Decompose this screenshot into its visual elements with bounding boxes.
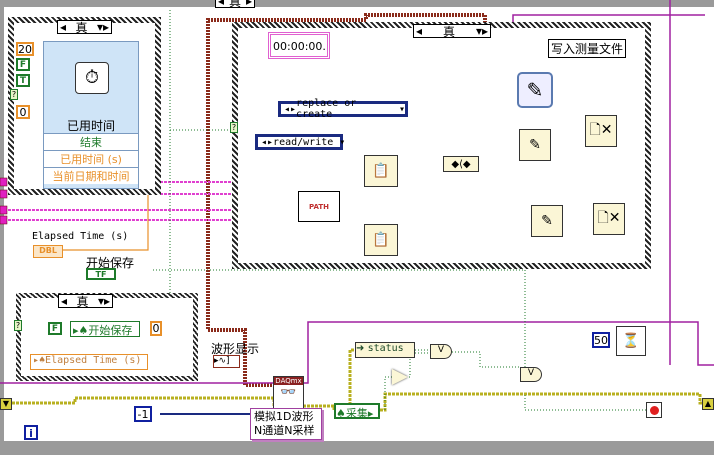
local-var-start-save[interactable]: ▸♠开始保存 (70, 321, 140, 337)
write-file-label: 写入测量文件 (548, 39, 627, 58)
start-save-label: 开始保存 (86, 256, 135, 270)
local-var-label: 开始保存 (88, 324, 133, 337)
const-minus-one[interactable]: -1 (134, 406, 152, 422)
express-vi-title: 已用时间 (66, 119, 115, 133)
open-file-icon-1[interactable]: 📋 (364, 155, 398, 187)
acquire-label: 采集 (345, 407, 368, 420)
daqmx-polymorphic-selector[interactable]: 模拟1D波形 N通道N采样 (250, 408, 322, 440)
case2-tunnel: ? (14, 320, 22, 331)
not-gate[interactable] (392, 369, 408, 385)
ring-value: read/write (273, 136, 334, 148)
stopwatch-icon: ⏱ (75, 62, 109, 94)
iteration-terminal: i (24, 425, 38, 440)
access-mode-ring[interactable]: ◂▸read/write ▾ (255, 134, 345, 150)
poly-line2: N通道N采样 (254, 424, 315, 437)
while-loop-left-border (0, 0, 4, 455)
start-save-terminal[interactable]: TF (86, 268, 116, 280)
case2-const-0[interactable]: 0 (150, 321, 162, 336)
selector-value: 真 (75, 20, 88, 35)
const-false[interactable]: F (16, 58, 30, 71)
time-string-constant[interactable]: 00:00:00. (268, 32, 330, 59)
output-elapsed[interactable]: 已用时间 (s) (44, 150, 138, 167)
acquire-button-terminal[interactable]: ♠采集▸ (334, 403, 380, 420)
elapsed-indicator[interactable]: DBL (33, 245, 63, 258)
wire-bool (153, 10, 646, 411)
poly-line1: 模拟1D波形 (254, 410, 314, 423)
write-file-icon-2[interactable]: ✎ (531, 205, 563, 237)
glasses-icon: 👓 (280, 385, 297, 400)
open-file-icon-2[interactable]: 📋 (364, 224, 398, 256)
wire-error-main (4, 348, 355, 412)
stop-condition-terminal[interactable] (646, 402, 662, 418)
daqmx-read-vi[interactable]: DAQmx 👓 (273, 376, 304, 411)
case2-const-false[interactable]: F (48, 322, 62, 335)
waveform-graph-terminal[interactable]: ▸∿] (213, 355, 240, 368)
write-file-icon-1[interactable]: ✎ (519, 129, 551, 161)
replace-mode-ring[interactable]: ◂▸replace or create ▾ (278, 98, 408, 120)
selector-value: 真 (228, 0, 241, 9)
local-var-elapsed[interactable]: ▸♠Elapsed Time (s) (30, 354, 148, 370)
const-true[interactable]: T (16, 74, 30, 87)
shift-register-left[interactable]: ▼ (0, 398, 12, 410)
or-gate-1[interactable]: V (430, 344, 452, 359)
write-measurement-file-icon[interactable]: ✎ (517, 72, 553, 108)
ring-value: replace or create (296, 98, 357, 120)
tunnel-unknown: ? (10, 89, 18, 100)
unbundle-status[interactable]: ➜ status (355, 342, 415, 358)
top-case-selector[interactable]: ◂真▸ (215, 0, 255, 9)
selector-value: 真 (442, 24, 455, 39)
build-path-node[interactable]: PATH (298, 191, 340, 222)
const-0[interactable]: 0 (16, 105, 30, 119)
close-file-icon-1[interactable]: 🗋✕ (585, 115, 617, 147)
wait-ms-metronome-icon[interactable]: ⏳ (616, 326, 646, 356)
select-node-icon[interactable]: ◆⟨◆ (443, 156, 479, 172)
elapsed-time-express-vi[interactable]: ⏱ 已用时间 结束 已用时间 (s) 当前日期和时间 (43, 41, 139, 189)
or-gate-2[interactable]: V (520, 367, 542, 382)
wire-purple-1 (0, 321, 714, 384)
local-var-label: Elapsed Time (s) (45, 355, 142, 366)
while-loop-bottom-border (0, 441, 714, 455)
const-20[interactable]: 20 (16, 42, 34, 56)
output-end[interactable]: 结束 (44, 133, 138, 150)
while-loop-top-border (0, 0, 714, 7)
stop-icon (649, 405, 659, 415)
close-file-icon-2[interactable]: 🗋✕ (593, 203, 625, 235)
daqmx-label: DAQmx (274, 377, 303, 385)
const-50[interactable]: 50 (592, 332, 610, 348)
wire-error-right (380, 392, 714, 412)
waveform-label: 波形显示 (211, 342, 260, 356)
file-case-selector[interactable]: ◂真▾▸ (413, 24, 491, 39)
elapsed-label: Elapsed Time (s) (32, 231, 129, 242)
shift-register-right[interactable]: ▲ (702, 398, 714, 410)
case2-selector[interactable]: ◂真▾▸ (58, 294, 113, 309)
selector-value: 真 (76, 294, 89, 309)
file-case-tunnel: ? (230, 122, 238, 133)
wire-refnum-1 (206, 18, 302, 400)
output-datetime[interactable]: 当前日期和时间 (44, 167, 138, 184)
wire-refnum-2 (208, 13, 487, 30)
status-label: status (367, 343, 404, 354)
case1-selector[interactable]: ◂真▾▸ (57, 20, 112, 35)
wire-logic (384, 349, 520, 410)
